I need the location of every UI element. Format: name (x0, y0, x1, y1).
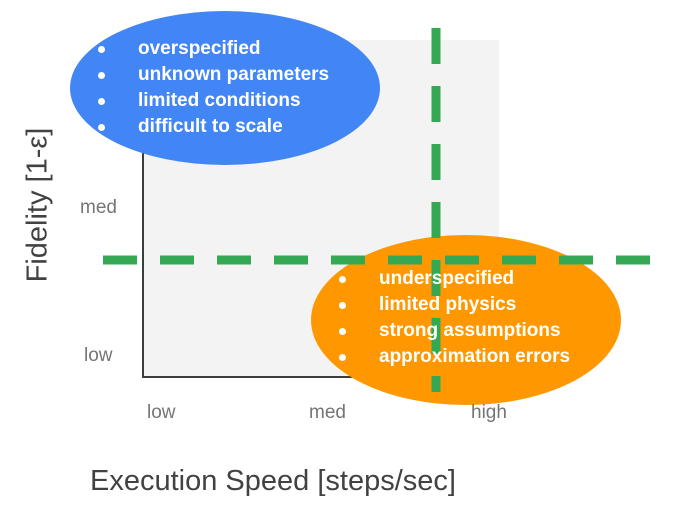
x-tick-med: med (309, 402, 346, 423)
high-fidelity-ellipse (70, 11, 380, 165)
high-speed-ellipse (311, 235, 621, 405)
list-item: underspecified (336, 266, 570, 292)
x-axis-title: Execution Speed [steps/sec] (90, 465, 456, 497)
x-tick-low: low (147, 402, 176, 423)
y-tick-med: med (80, 197, 117, 218)
high-speed-points: underspecified limited physics strong as… (336, 266, 570, 370)
y-tick-low: low (84, 345, 113, 366)
list-item: approximation errors (336, 344, 570, 370)
y-axis-title: Fidelity [1-ε] (21, 127, 54, 283)
list-item: strong assumptions (336, 318, 570, 344)
list-item: overspecified (95, 36, 329, 62)
list-item: limited conditions (95, 88, 329, 114)
list-item: unknown parameters (95, 62, 329, 88)
x-tick-high: high (471, 402, 507, 423)
list-item: difficult to scale (95, 114, 329, 140)
high-fidelity-points: overspecified unknown parameters limited… (95, 36, 329, 140)
list-item: limited physics (336, 292, 570, 318)
